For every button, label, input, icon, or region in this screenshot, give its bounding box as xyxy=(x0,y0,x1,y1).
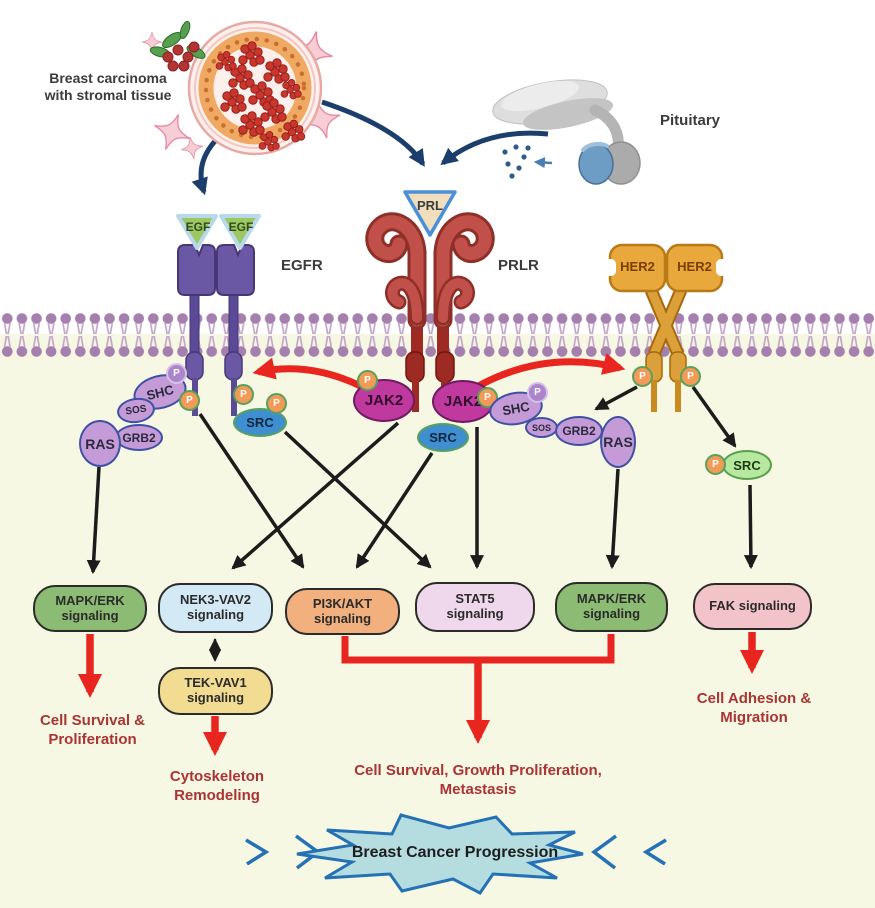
pill-label: NEK3-VAV2 signaling xyxy=(179,592,252,622)
pill-tek-vav1: TEK-VAV1 signaling xyxy=(158,667,273,715)
outcome-survival-growth-metastasis: Cell Survival, Growth Proliferation, Met… xyxy=(354,762,602,798)
egf-ligand-right xyxy=(219,214,261,250)
src-middle: SRC xyxy=(417,423,469,452)
outcome-adhesion-migration: Cell Adhesion & Migration xyxy=(696,690,812,726)
arrow-her2-to-src xyxy=(691,385,737,448)
phospho-badge: P xyxy=(166,363,187,384)
pituitary-label: Pituitary xyxy=(660,112,721,129)
egf-label-right: EGF xyxy=(228,220,254,234)
her2-receptor xyxy=(604,243,728,412)
arrow-src-to-fak xyxy=(743,484,758,570)
phospho-badge: P xyxy=(266,393,287,414)
pill-label: PI3K/AKT signaling xyxy=(312,595,373,626)
her2-label-right: HER2 xyxy=(677,259,712,274)
egfr-label: EGFR xyxy=(281,257,323,274)
src-her2: SRC xyxy=(722,450,772,480)
grb2-left: GRB2 xyxy=(115,424,163,451)
tumor-label-line1: Breast carcinoma xyxy=(49,70,167,86)
phospho-badge: P xyxy=(179,390,200,411)
arrow-egfr-to-pi3k xyxy=(198,413,305,569)
arrow-jak2-to-nek3 xyxy=(231,421,400,570)
arrow-prl-secretion xyxy=(533,156,553,169)
outcome-arrows xyxy=(77,632,765,757)
phospho-badge: P xyxy=(705,454,726,475)
pill-fak: FAK signaling xyxy=(693,583,812,630)
progression-starburst xyxy=(245,813,667,895)
stromal-leaves-icon xyxy=(149,20,206,72)
phospho-badge: P xyxy=(233,384,254,405)
arrow-src-to-stat5 xyxy=(283,430,432,569)
arrow-pituitary-to-prl xyxy=(440,130,549,166)
prl-ligand xyxy=(403,190,457,237)
prl-secretion-dots xyxy=(502,144,531,179)
starburst-label: Breast Cancer Progression xyxy=(351,844,559,861)
arrow-tumor-to-egfr xyxy=(191,136,220,196)
prl-label: PRL xyxy=(417,198,443,213)
egf-ligand-left xyxy=(176,214,218,250)
pill-pi3k-akt: PI3K/AKT signaling xyxy=(285,588,400,635)
pill-label: STAT5 signaling xyxy=(446,591,504,621)
pituitary-illustration xyxy=(492,79,641,185)
pill-mapk-erk-right: MAPK/ERK signaling xyxy=(555,582,668,632)
signal-arrows xyxy=(86,385,758,575)
prlr-receptor xyxy=(365,190,495,412)
her2-label-left: HER2 xyxy=(620,259,655,274)
pill-label: TEK-VAV1 signaling xyxy=(184,675,247,705)
phospho-badge: P xyxy=(527,382,548,403)
egf-label-left: EGF xyxy=(185,220,211,234)
arrow-ras-to-mapk-right xyxy=(605,468,620,570)
phospho-badge: P xyxy=(680,366,701,387)
outcome-cytoskeleton-remodeling: Cytoskeleton Remodeling xyxy=(169,768,265,804)
tumor-label: Breast carcinoma with stromal tissue xyxy=(28,70,188,104)
outcome-survival-proliferation: Cell Survival & Proliferation xyxy=(39,712,146,748)
sos-right: SOS xyxy=(525,417,558,438)
tumor-illustration xyxy=(141,20,346,162)
arrow-tumor-to-prl xyxy=(321,99,426,167)
pill-label: MAPK/ERK signaling xyxy=(55,592,125,623)
arrow-ras-to-mapk-left xyxy=(86,466,101,575)
arrow-src-to-pi3k xyxy=(355,452,434,569)
pill-nek3-vav2: NEK3-VAV2 signaling xyxy=(158,583,273,633)
prlr-label: PRLR xyxy=(498,257,539,274)
arrow-her2-to-grb2 xyxy=(594,385,638,411)
phospho-badge: P xyxy=(632,366,653,387)
tumor-label-line2: with stromal tissue xyxy=(44,86,172,103)
pill-mapk-erk-left: MAPK/ERK signaling xyxy=(33,585,147,632)
pill-label: MAPK/ERK signaling xyxy=(576,591,647,621)
pill-stat5: STAT5 signaling xyxy=(415,582,535,632)
grb2-right: GRB2 xyxy=(555,416,603,446)
ras-left: RAS xyxy=(79,420,121,467)
phospho-badge: P xyxy=(357,370,378,391)
ras-right: RAS xyxy=(600,416,636,468)
pill-label: FAK signaling xyxy=(709,598,796,614)
arrow-jak2-to-her2 xyxy=(466,353,626,395)
